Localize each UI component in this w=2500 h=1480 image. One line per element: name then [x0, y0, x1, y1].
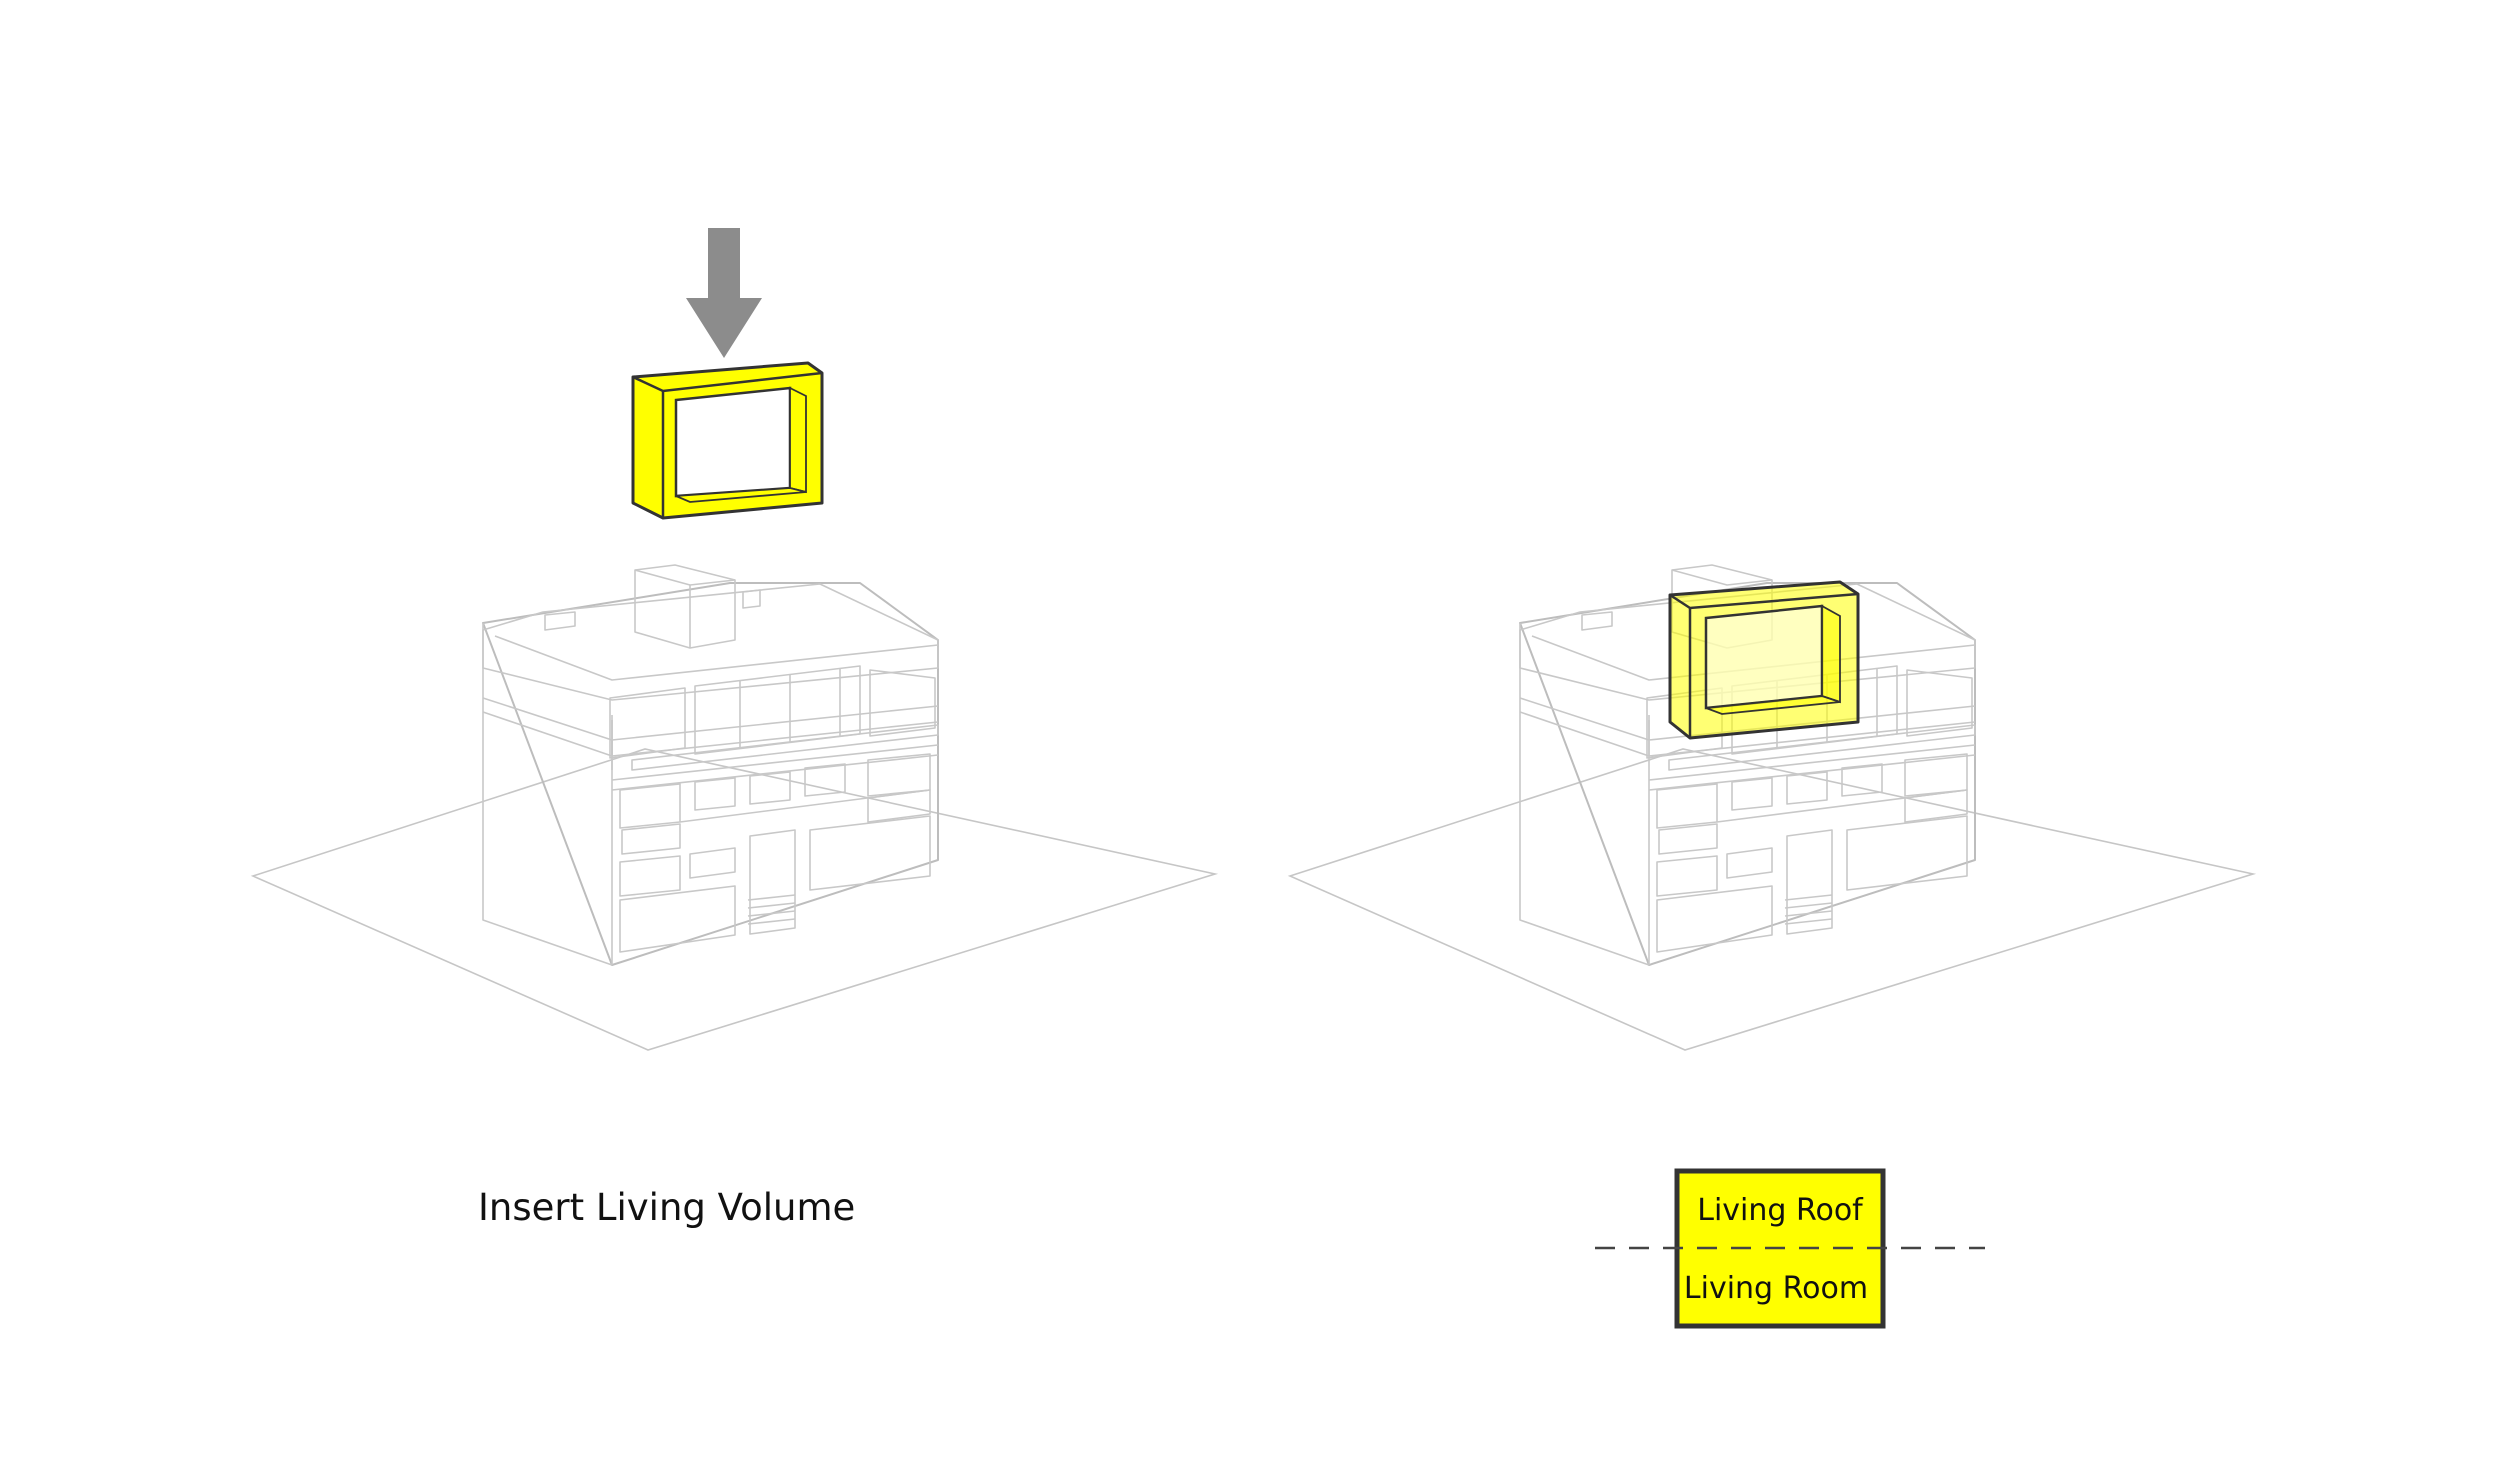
living-volume-icon	[631, 361, 824, 520]
ground-plane-right	[1287, 748, 2257, 1051]
legend-label-living-roof: Living Roof	[1697, 1193, 1864, 1228]
ground-plane-left	[250, 748, 1219, 1051]
building-left	[482, 564, 939, 966]
inserted-living-volume	[1668, 580, 1860, 740]
living-roof-room-legend: Living Roof Living Room	[1595, 1168, 1985, 1329]
legend-label-living-room: Living Room	[1684, 1271, 1868, 1306]
caption-insert-living-volume: Insert Living Volume	[478, 1186, 855, 1229]
down-arrow-icon	[686, 228, 762, 358]
right-panel: Living Roof Living Room	[1287, 564, 2257, 1329]
left-panel: Insert Living Volume	[250, 228, 1219, 1229]
